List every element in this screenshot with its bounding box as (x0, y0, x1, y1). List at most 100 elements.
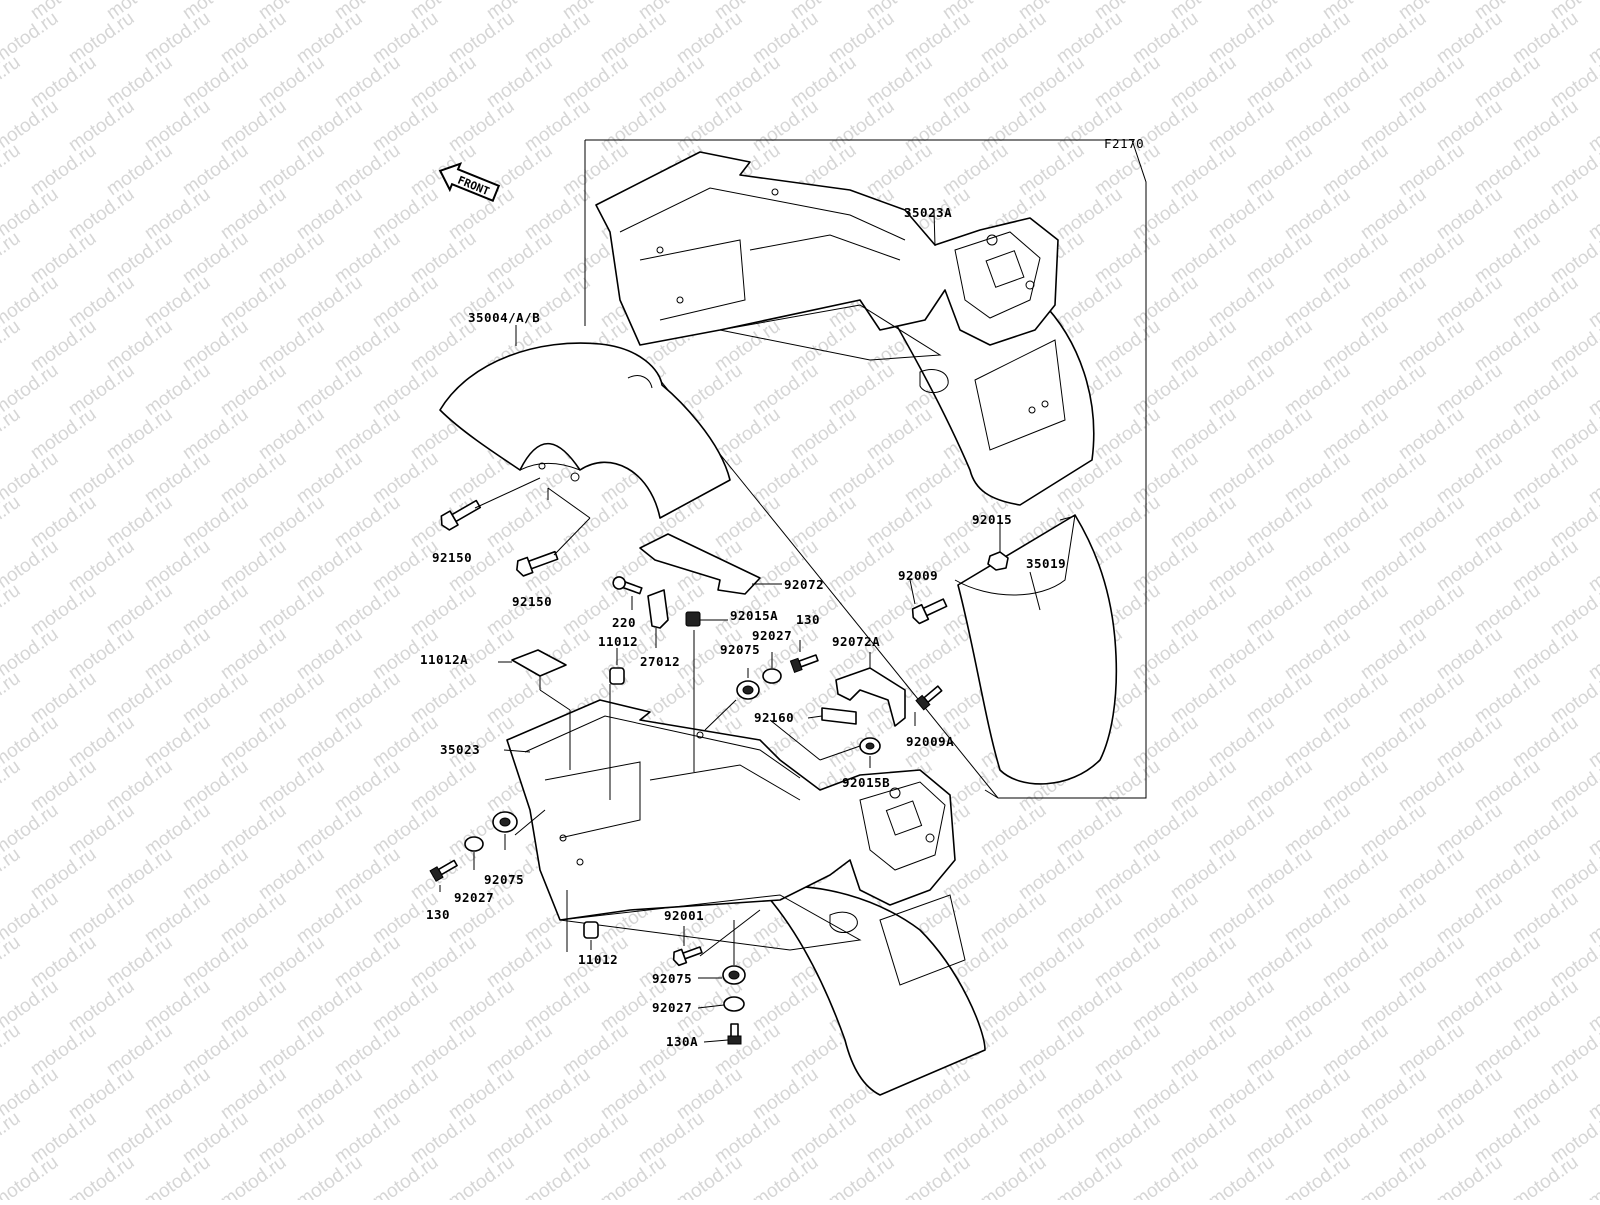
watermark-text: motod.ru (331, 668, 404, 728)
rear-fender-assembly-lower (506, 699, 986, 1096)
watermark-text: motod.ru (977, 800, 1050, 860)
bolt-130-b (429, 859, 458, 882)
watermark-text: motod.ru (1015, 140, 1088, 200)
watermark-text: motod.ru (217, 96, 290, 156)
watermark-text: motod.ru (1053, 1152, 1126, 1200)
watermark-text: motod.ru (217, 536, 290, 596)
watermark-text: motod.ru (0, 844, 24, 904)
watermark-text: motod.ru (1281, 888, 1354, 948)
watermark-text: motod.ru (1053, 8, 1126, 68)
watermark-text: motod.ru (141, 888, 214, 948)
watermark-text: motod.ru (0, 668, 24, 728)
watermark-text: motod.ru (1205, 712, 1278, 772)
watermark-text: motod.ru (65, 1152, 138, 1200)
watermark-text: motod.ru (1471, 140, 1544, 200)
watermark-text: motod.ru (293, 624, 366, 684)
label-35023A: 35023A (904, 205, 952, 220)
watermark-text: motod.ru (65, 184, 138, 244)
watermark-text: motod.ru (1471, 932, 1544, 992)
watermark-text: motod.ru (141, 536, 214, 596)
watermark-text: motod.ru (711, 404, 784, 464)
watermark-text: motod.ru (0, 580, 24, 640)
watermark-text: motod.ru (369, 184, 442, 244)
watermark-text: motod.ru (977, 96, 1050, 156)
watermark-text: motod.ru (483, 492, 556, 552)
watermark-text: motod.ru (1395, 1108, 1468, 1168)
watermark-text: motod.ru (65, 272, 138, 332)
watermark-text: motod.ru (65, 888, 138, 948)
watermark-text: motod.ru (1509, 360, 1582, 420)
watermark-text: motod.ru (293, 448, 366, 508)
label-35019: 35019 (1026, 556, 1066, 571)
watermark-text: motod.ru (1395, 404, 1468, 464)
watermark-text: motod.ru (1433, 624, 1506, 684)
watermark-text: motod.ru (749, 96, 822, 156)
watermark-text: motod.ru (1167, 404, 1240, 464)
watermark-text: motod.ru (1357, 184, 1430, 244)
grommet-92075-c (722, 965, 746, 985)
watermark-text: motod.ru (331, 52, 404, 112)
watermark-text: motod.ru (711, 492, 784, 552)
watermark-text: motod.ru (1357, 1152, 1430, 1200)
watermark-text: motod.ru (179, 932, 252, 992)
watermark-text: motod.ru (369, 448, 442, 508)
label-130-a: 130 (796, 612, 820, 627)
bolt-92001 (672, 946, 703, 967)
watermark-text: motod.ru (293, 888, 366, 948)
label-27012: 27012 (640, 654, 680, 669)
watermark-text: motod.ru (1167, 844, 1240, 904)
watermark-text: motod.ru (65, 800, 138, 860)
watermark-text: motod.ru (977, 8, 1050, 68)
watermark-text: motod.ru (863, 492, 936, 552)
strap-92072 (639, 533, 761, 595)
watermark-text: motod.ru (1015, 1108, 1088, 1168)
watermark-text: motod.ru (1167, 316, 1240, 376)
watermark-text: motod.ru (27, 1020, 100, 1080)
watermark-text: motod.ru (1091, 316, 1164, 376)
watermark-text: motod.ru (483, 228, 556, 288)
watermark-text: motod.ru (331, 756, 404, 816)
watermark-text: motod.ru (483, 1108, 556, 1168)
watermark-text: motod.ru (1357, 536, 1430, 596)
label-35023: 35023 (440, 742, 480, 757)
watermark-text: motod.ru (407, 756, 480, 816)
watermark-text: motod.ru (293, 976, 366, 1036)
watermark-text: motod.ru (1357, 800, 1430, 860)
label-92009: 92009 (898, 568, 938, 583)
watermark-text: motod.ru (1091, 492, 1164, 552)
watermark-text: motod.ru (559, 492, 632, 552)
watermark-text: motod.ru (369, 976, 442, 1036)
watermark-text: motod.ru (901, 1152, 974, 1200)
watermark-text: motod.ru (1243, 1020, 1316, 1080)
watermark-text: motod.ru (1281, 800, 1354, 860)
watermark-text: motod.ru (255, 756, 328, 816)
watermark-text: motod.ru (1205, 448, 1278, 508)
watermark-text: motod.ru (1243, 228, 1316, 288)
watermark-text: motod.ru (1129, 8, 1202, 68)
watermark-text: motod.ru (901, 96, 974, 156)
watermark-text: motod.ru (1053, 800, 1126, 860)
watermark-text: motod.ru (559, 1020, 632, 1080)
watermark-text: motod.ru (407, 580, 480, 640)
watermark-text: motod.ru (1471, 316, 1544, 376)
watermark-text: motod.ru (0, 1108, 24, 1168)
watermark-text: motod.ru (179, 756, 252, 816)
watermark-text: motod.ru (1091, 932, 1164, 992)
watermark-text: motod.ru (407, 668, 480, 728)
watermark-text: motod.ru (749, 448, 822, 508)
watermark-text: motod.ru (103, 844, 176, 904)
watermark-text: motod.ru (711, 1108, 784, 1168)
grommet-92075-a (736, 680, 760, 700)
watermark-text: motod.ru (1433, 888, 1506, 948)
watermark-text: motod.ru (141, 624, 214, 684)
watermark-text: motod.ru (1509, 800, 1582, 860)
detail-frame-end (984, 789, 999, 799)
watermark-text: motod.ru (787, 1108, 860, 1168)
watermark-text: motod.ru (1471, 844, 1544, 904)
watermark-text: motod.ru (65, 1064, 138, 1124)
watermark-text: motod.ru (1509, 1064, 1582, 1124)
watermark-text: motod.ru (369, 272, 442, 332)
watermark-text: motod.ru (103, 52, 176, 112)
watermark-text: motod.ru (1471, 580, 1544, 640)
